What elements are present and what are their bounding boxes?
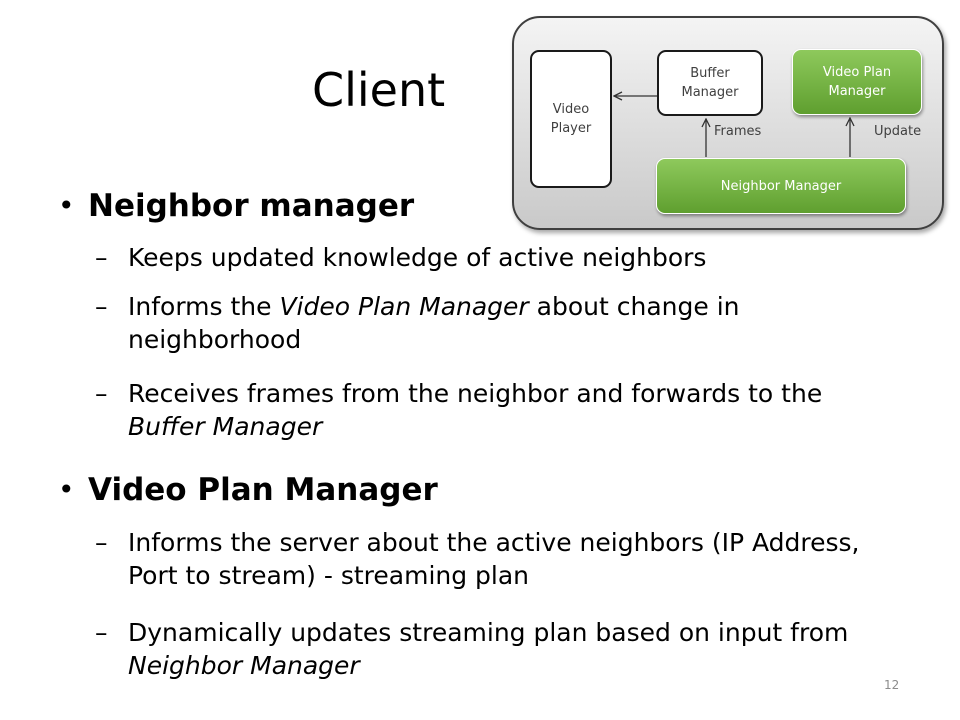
frames-label: Frames [714, 124, 762, 139]
bullet-dot: • [58, 189, 75, 222]
sub-bullet-dynamically-updates: Dynamically updates streaming plan based… [128, 618, 849, 680]
page-number: 12 [884, 678, 900, 692]
sub-bullet-informs-server: Informs the server about the active neig… [128, 528, 860, 590]
sub-bullet-receives-frames: Receives frames from the neighbor and fo… [128, 379, 823, 441]
video-plan-manager-box: Video Plan Manager [792, 49, 922, 115]
neighbor-manager-box: Neighbor Manager [656, 158, 906, 214]
buffer-manager-box: Buffer Manager [657, 50, 763, 116]
client-architecture-diagram: Video Player Buffer Manager Video Plan M… [512, 16, 944, 230]
buffer-manager-label: Buffer Manager [681, 66, 739, 100]
bullet-heading-video-plan-manager: Video Plan Manager [88, 472, 438, 508]
video-player-label: Video Player [550, 102, 592, 136]
dash: – [95, 292, 108, 321]
bullet-heading-neighbor-manager: Neighbor manager [88, 188, 415, 224]
video-plan-manager-label: Video Plan Manager [822, 65, 892, 99]
dash: – [95, 243, 108, 272]
sub-bullet-keeps-updated: Keeps updated knowledge of active neighb… [128, 243, 707, 272]
update-label: Update [874, 124, 922, 139]
neighbor-manager-label: Neighbor Manager [720, 178, 842, 194]
video-player-box: Video Player [530, 50, 612, 188]
dash: – [95, 618, 108, 647]
dash: – [95, 379, 108, 408]
diagram-arrows [514, 18, 946, 157]
sub-bullet-informs-vpm: Informs the Video Plan Manager about cha… [128, 292, 740, 354]
slide-title: Client [312, 63, 446, 117]
dash: – [95, 528, 108, 557]
bullet-dot: • [58, 473, 75, 506]
